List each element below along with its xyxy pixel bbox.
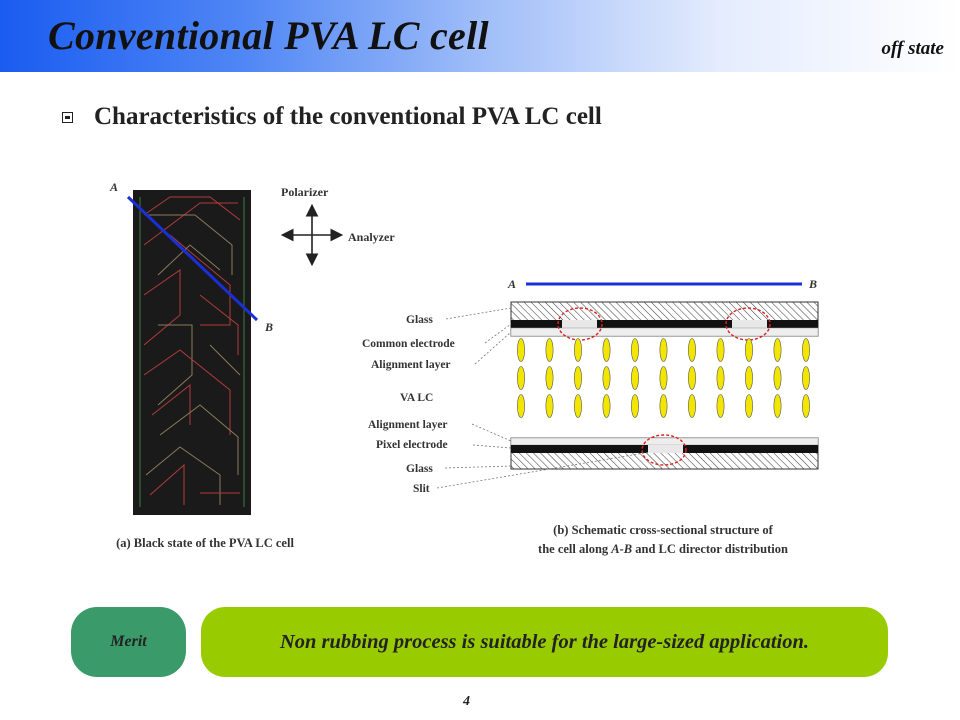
figure-b-caption-line1: (b) Schematic cross-sectional structure … bbox=[553, 523, 773, 537]
lc-molecule bbox=[716, 394, 725, 418]
figure-b-caption: (b) Schematic cross-sectional structure … bbox=[478, 521, 848, 559]
leader-lines bbox=[436, 307, 651, 489]
lc-molecule bbox=[688, 394, 696, 418]
point-a-label: A bbox=[507, 277, 516, 291]
lc-molecule bbox=[802, 338, 810, 362]
point-a-label: A bbox=[109, 180, 118, 194]
slit-highlights bbox=[557, 307, 771, 466]
lc-molecule bbox=[745, 366, 753, 390]
lc-molecule bbox=[517, 394, 525, 418]
label-slit: Slit bbox=[413, 483, 430, 495]
merit-badge bbox=[71, 607, 186, 677]
lc-molecule bbox=[545, 366, 554, 390]
lc-molecule bbox=[659, 366, 668, 390]
lc-molecule bbox=[602, 366, 611, 390]
figure-b-caption-line2: the cell along A-B and LC director distr… bbox=[478, 540, 848, 559]
polarizer-label: Polarizer bbox=[281, 185, 329, 199]
label-glass-bottom: Glass bbox=[406, 463, 433, 475]
label-pixel-electrode: Pixel electrode bbox=[376, 439, 448, 451]
merit-note-box bbox=[201, 607, 888, 677]
top-glass bbox=[510, 301, 819, 337]
lc-molecule bbox=[688, 338, 696, 362]
lc-molecule bbox=[716, 366, 725, 390]
lc-molecule bbox=[745, 338, 753, 362]
lc-molecule bbox=[745, 394, 753, 418]
figure-a-caption: (a) Black state of the PVA LC cell bbox=[116, 536, 294, 550]
lc-molecule bbox=[574, 366, 582, 390]
lc-molecule bbox=[688, 366, 696, 390]
label-alignment-bottom: Alignment layer bbox=[368, 419, 448, 431]
lc-molecule bbox=[517, 366, 525, 390]
caption-prefix: the cell along bbox=[538, 542, 612, 556]
point-b-label: B bbox=[264, 320, 273, 334]
polarizer-axes-icon bbox=[280, 203, 344, 267]
section-line-ab bbox=[126, 195, 259, 322]
lc-molecule bbox=[802, 394, 810, 418]
merit-note-text: Non rubbing process is suitable for the … bbox=[279, 631, 810, 653]
lc-molecule bbox=[773, 394, 782, 418]
label-common-electrode: Common electrode bbox=[362, 338, 455, 350]
lc-molecule bbox=[802, 366, 810, 390]
figure-a: A B Polarizer Analyzer bbox=[109, 180, 395, 515]
page-number: 4 bbox=[463, 694, 470, 709]
header-bar bbox=[0, 0, 960, 72]
lc-molecule bbox=[631, 366, 639, 390]
lc-molecule bbox=[631, 394, 639, 418]
label-glass-top: Glass bbox=[406, 314, 433, 326]
lc-molecule bbox=[631, 338, 639, 362]
bottom-glass bbox=[510, 437, 819, 470]
figure-b: A B Glass Common electrode Alignment lay… bbox=[362, 277, 819, 495]
lc-molecule bbox=[517, 338, 525, 362]
analyzer-label: Analyzer bbox=[348, 230, 395, 244]
lc-molecule bbox=[574, 338, 582, 362]
lc-molecule bbox=[659, 394, 668, 418]
caption-ab: A-B bbox=[611, 542, 633, 556]
lc-molecule bbox=[659, 338, 668, 362]
label-va-lc: VA LC bbox=[400, 392, 433, 404]
lc-molecule bbox=[545, 394, 554, 418]
slide-title: Conventional PVA LC cell bbox=[48, 13, 489, 58]
section-heading: Characteristics of the conventional PVA … bbox=[94, 103, 602, 130]
lc-molecule bbox=[545, 338, 554, 362]
point-b-label: B bbox=[808, 277, 817, 291]
lc-molecule bbox=[773, 366, 782, 390]
lc-molecule bbox=[716, 338, 725, 362]
pixel-pattern bbox=[139, 196, 245, 507]
layer-labels: Glass Common electrode Alignment layer V… bbox=[362, 314, 455, 495]
bullet-icon bbox=[62, 112, 73, 123]
lc-molecule bbox=[574, 394, 582, 418]
lc-molecule bbox=[602, 394, 611, 418]
merit-label: Merit bbox=[110, 633, 147, 650]
lc-molecule bbox=[602, 338, 611, 362]
lc-molecules bbox=[517, 338, 810, 418]
lc-molecule bbox=[773, 338, 782, 362]
caption-suffix: and LC director distribution bbox=[632, 542, 788, 556]
label-alignment-top: Alignment layer bbox=[371, 359, 451, 371]
state-label: off state bbox=[881, 38, 944, 59]
